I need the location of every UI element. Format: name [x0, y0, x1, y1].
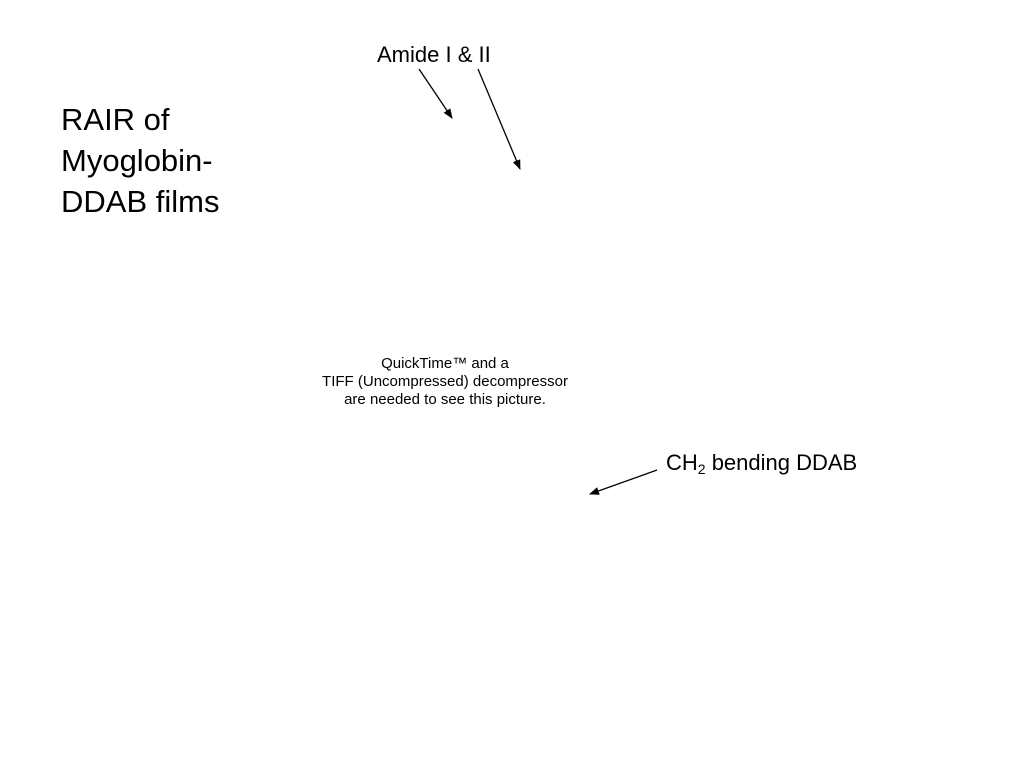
amide-arrow-1: [418, 68, 453, 119]
ch2-arrow: [589, 469, 658, 495]
slide-title-line-2: Myoglobin-: [61, 143, 213, 178]
placeholder-line-3: are needed to see this picture.: [344, 391, 546, 408]
amide-arrow-2: [477, 68, 521, 170]
placeholder-line-2: TIFF (Uncompressed) decompressor: [322, 373, 568, 390]
amide-annotation-label: Amide I & II: [377, 42, 491, 67]
missing-image-placeholder: QuickTime™ and a TIFF (Uncompressed) dec…: [300, 355, 590, 409]
ch2-subscript: 2: [697, 461, 706, 477]
slide-title-line-3: DDAB films: [61, 184, 220, 219]
slide-title: RAIR of Myoglobin- DDAB films: [61, 99, 321, 222]
ch2-prefix: CH: [666, 450, 698, 475]
ch2-suffix: bending DDAB: [705, 450, 858, 475]
slide-title-line-1: RAIR of: [61, 102, 170, 137]
ch2-annotation-label: CH2 bending DDAB: [666, 450, 857, 476]
placeholder-line-1: QuickTime™ and a: [381, 355, 509, 372]
